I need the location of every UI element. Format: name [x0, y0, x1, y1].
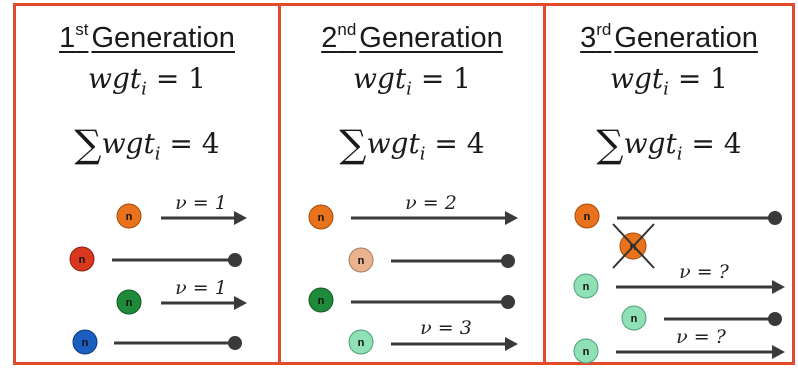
arrow-head — [505, 337, 518, 351]
neutron-peach: n — [348, 247, 374, 273]
neutron-mint: n — [573, 273, 599, 299]
svg-text:n: n — [126, 211, 133, 223]
svg-text:n: n — [584, 211, 591, 223]
svg-text:n: n — [318, 212, 325, 224]
weight-equation: wgti = 1 — [87, 62, 206, 100]
neutron-orange: n — [574, 203, 600, 229]
multiplicity-label: ν = 2 — [405, 192, 457, 214]
absorption-dot — [501, 295, 515, 309]
absorption-dot — [501, 254, 515, 268]
svg-text:n: n — [318, 295, 325, 307]
neutron-orange: n — [116, 203, 142, 229]
weight-equation: wgti = 1 — [352, 62, 471, 100]
particle-tracks: n ν = 2 n n n ν = 3 — [308, 192, 518, 355]
svg-text:n: n — [126, 297, 133, 309]
neutron-mint: n — [621, 305, 647, 331]
neutron-red: n — [69, 246, 95, 272]
particle-tracks: n n n ν = ? n n ν = ? — [573, 203, 785, 364]
neutron-green: n — [116, 289, 142, 315]
arrow-head — [772, 280, 785, 294]
svg-text:n: n — [583, 281, 590, 293]
svg-text:n: n — [583, 346, 590, 358]
absorption-dot — [768, 312, 782, 326]
multiplicity-label: ν = 3 — [420, 317, 472, 339]
svg-text:n: n — [79, 254, 86, 266]
arrow-head — [505, 211, 518, 225]
arrow-head — [234, 296, 247, 310]
neutron-blue: n — [72, 329, 98, 355]
neutron-killed: n — [612, 223, 655, 269]
svg-text:n: n — [631, 313, 638, 325]
neutron-green: n — [308, 287, 334, 313]
neutron-orange: n — [308, 204, 334, 230]
multiplicity-label: ν = ? — [676, 326, 727, 348]
svg-text:n: n — [82, 337, 89, 349]
multiplicity-label: ν = 1 — [175, 277, 227, 299]
svg-text:n: n — [358, 255, 365, 267]
multiplicity-label: ν = ? — [679, 261, 730, 283]
svg-text:n: n — [358, 337, 365, 349]
arrow-head — [772, 345, 785, 359]
neutron-mint: n — [573, 338, 599, 364]
multiplicity-label: ν = 1 — [175, 192, 227, 214]
sum-weight-equation: ∑wgti = 4 — [596, 122, 742, 166]
arrow-head — [234, 211, 247, 225]
weight-equation: wgti = 1 — [609, 62, 728, 100]
sum-weight-equation: ∑wgti = 4 — [339, 122, 485, 166]
absorption-dot — [228, 336, 242, 350]
sum-weight-equation: ∑wgti = 4 — [74, 122, 220, 166]
absorption-dot — [228, 253, 242, 267]
neutron-mint: n — [348, 329, 374, 355]
absorption-dot — [768, 211, 782, 225]
particle-tracks: n ν = 1 n n ν = 1 n — [69, 192, 247, 355]
